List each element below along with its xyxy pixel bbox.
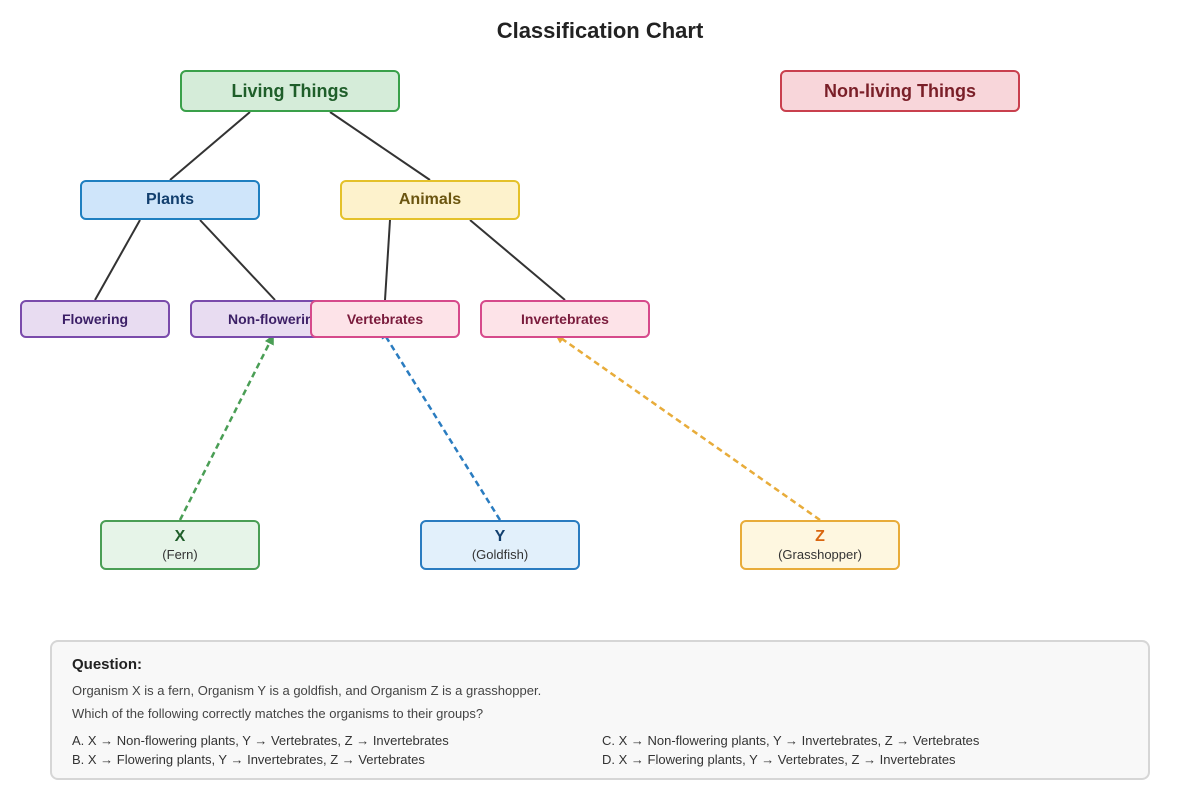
option-d[interactable]: D. X → Flowering plants, Y → Vertebrates… [602,752,956,767]
node-vertebrates: Vertebrates [310,300,460,338]
organism-z-name: (Grasshopper) [778,547,862,562]
option-a[interactable]: A. X → Non-flowering plants, Y → Vertebr… [72,733,449,748]
node-animals: Animals [340,180,520,220]
edge-living-plants [169,111,251,181]
arrow-x-to-nonflowering [178,334,274,521]
organism-x-name: (Fern) [162,547,198,562]
node-living-things: Living Things [180,70,400,112]
organism-z-letter: Z [815,528,825,545]
answer-options: A. X → Non-flowering plants, Y → Vertebr… [72,733,1128,767]
node-plants: Plants [80,180,260,220]
organism-y-name: (Goldfish) [471,547,529,562]
arrow-z-to-invertebrates [554,333,821,522]
edge-living-animals [329,111,431,181]
arrow-y-to-vertebrates [380,328,502,521]
edge-animals-vertebrates [384,219,391,301]
question-line-1: Organism X is a fern, Organism Y is a go… [72,683,542,698]
option-c[interactable]: C. X → Non-flowering plants, Y → Inverte… [602,733,980,748]
organism-y-box: Y (Goldfish) [420,520,580,570]
question-heading: Question: [72,656,142,673]
organism-x-box: X (Fern) [100,520,260,570]
diagram-title: Classification Chart [496,18,704,43]
question-line-2: Which of the following correctly matches… [72,706,484,721]
node-invertebrates: Invertebrates [480,300,650,338]
organism-y-letter: Y [494,528,506,545]
edge-plants-flowering [94,219,141,301]
edge-animals-invertebrates [469,219,566,301]
node-non-living-things: Non-living Things [780,70,1020,112]
question-box: Question: Organism X is a fern, Organism… [50,640,1150,780]
node-flowering: Flowering [20,300,170,338]
organism-x-letter: X [174,528,186,545]
organism-z-box: Z (Grasshopper) [740,520,900,570]
option-b[interactable]: B. X → Flowering plants, Y → Invertebrat… [72,752,425,767]
edge-plants-nonflowering [199,219,276,301]
